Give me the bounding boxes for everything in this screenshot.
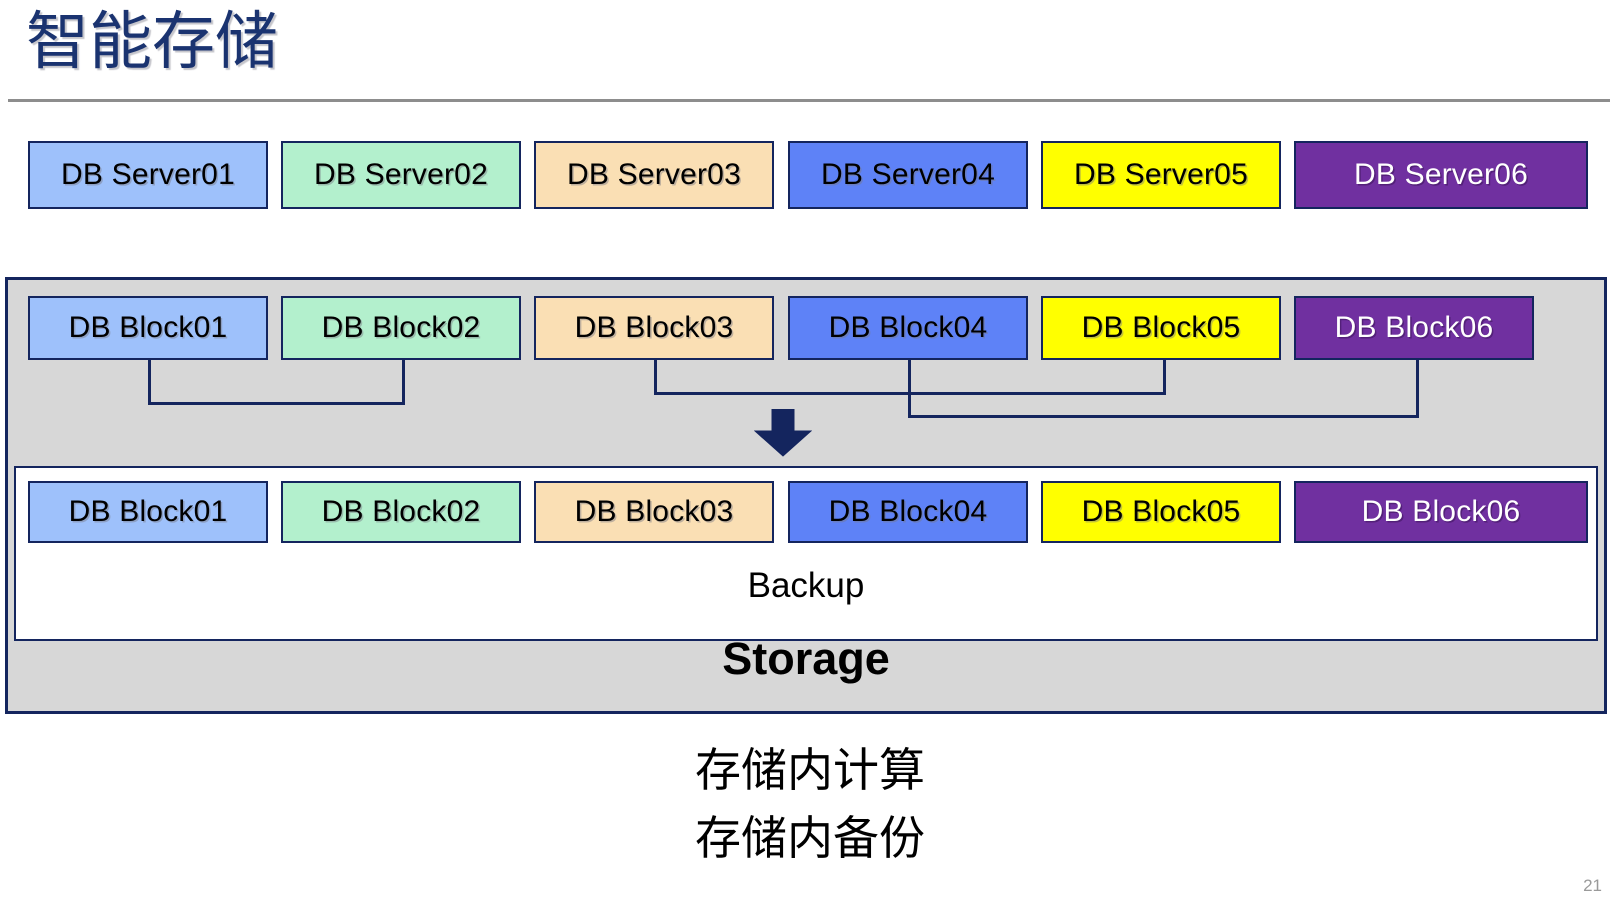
- db-block-box-1[interactable]: DB Block01: [28, 296, 268, 360]
- db-block-box-label: DB Block02: [321, 311, 481, 344]
- block01-to-block02-right-leg: [402, 360, 405, 402]
- db-server-box-6[interactable]: DB Server06: [1294, 141, 1588, 209]
- db-block-box-label: DB Block01: [68, 311, 228, 344]
- db-block-backup-box-2[interactable]: DB Block02: [281, 481, 521, 543]
- db-block-box-5[interactable]: DB Block05: [1041, 296, 1281, 360]
- db-server-box-4[interactable]: DB Server04: [788, 141, 1028, 209]
- db-block-box-label: DB Block04: [828, 311, 988, 344]
- page-number: 21: [1583, 876, 1602, 895]
- db-block-box-3[interactable]: DB Block03: [534, 296, 774, 360]
- caption-line-2: 存储内备份: [695, 811, 925, 864]
- db-block-backup-box-label: DB Block04: [828, 495, 988, 528]
- db-block-box-6[interactable]: DB Block06: [1294, 296, 1534, 360]
- db-server-box-5[interactable]: DB Server05: [1041, 141, 1281, 209]
- block01-to-block02-bridge: [148, 402, 405, 405]
- block03-to-block05-left-leg: [654, 360, 657, 392]
- backup-label: Backup: [747, 566, 865, 605]
- page-title: 智能存储: [26, 7, 278, 77]
- db-server-box-label: DB Server03: [567, 158, 741, 191]
- block04-to-block06-bridge: [908, 415, 1419, 418]
- bottom-captions: 存储内计算存储内备份: [0, 737, 1620, 872]
- db-block-box-label: DB Block03: [574, 311, 734, 344]
- db-server-box-3[interactable]: DB Server03: [534, 141, 774, 209]
- db-block-backup-box-label: DB Block01: [68, 495, 228, 528]
- db-block-backup-box-label: DB Block05: [1081, 495, 1241, 528]
- storage-label: Storage: [722, 633, 890, 684]
- db-server-box-label: DB Server05: [1074, 158, 1248, 191]
- caption-line-1: 存储内计算: [695, 744, 925, 796]
- block04-to-block06-left-leg: [908, 360, 911, 415]
- db-block-box-2[interactable]: DB Block02: [281, 296, 521, 360]
- db-block-backup-box-5[interactable]: DB Block05: [1041, 481, 1281, 543]
- db-server-box-label: DB Server01: [61, 158, 235, 191]
- db-server-box-label: DB Server02: [314, 158, 488, 191]
- copy-down-arrow: [753, 408, 813, 457]
- db-block-box-4[interactable]: DB Block04: [788, 296, 1028, 360]
- db-server-box-2[interactable]: DB Server02: [281, 141, 521, 209]
- db-block-backup-box-6[interactable]: DB Block06: [1294, 481, 1588, 543]
- db-block-backup-box-label: DB Block02: [321, 495, 481, 528]
- db-block-backup-box-1[interactable]: DB Block01: [28, 481, 268, 543]
- title-divider: [8, 99, 1610, 102]
- db-block-backup-box-4[interactable]: DB Block04: [788, 481, 1028, 543]
- db-server-box-label: DB Server04: [821, 158, 995, 191]
- block04-to-block06-right-leg: [1416, 360, 1419, 415]
- block03-to-block05-right-leg: [1163, 360, 1166, 392]
- db-server-box-label: DB Server06: [1354, 158, 1528, 191]
- db-block-box-label: DB Block05: [1081, 311, 1241, 344]
- db-block-backup-box-label: DB Block03: [574, 495, 734, 528]
- db-block-backup-box-label: DB Block06: [1361, 495, 1521, 528]
- db-server-box-1[interactable]: DB Server01: [28, 141, 268, 209]
- block01-to-block02-left-leg: [148, 360, 151, 402]
- db-block-box-label: DB Block06: [1334, 311, 1494, 344]
- db-block-backup-box-3[interactable]: DB Block03: [534, 481, 774, 543]
